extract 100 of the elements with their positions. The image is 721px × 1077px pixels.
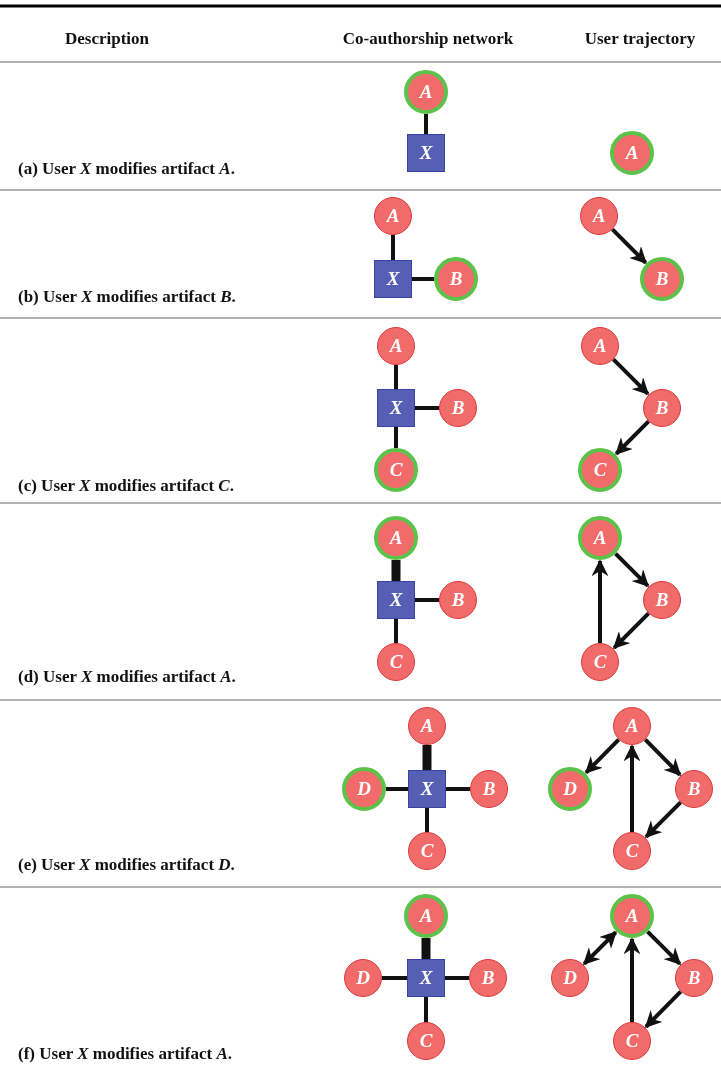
artifact-circle bbox=[581, 327, 619, 365]
arrow bbox=[644, 990, 683, 1029]
node-letter: B bbox=[687, 967, 701, 989]
artifact-circle bbox=[377, 327, 415, 365]
node-letter: X bbox=[389, 589, 403, 611]
node-letter: X bbox=[389, 397, 403, 419]
artifact-circle bbox=[675, 959, 713, 997]
column-header: Co-authorship network bbox=[342, 29, 514, 49]
node-letter: A bbox=[625, 905, 639, 927]
user-square bbox=[407, 959, 445, 997]
node-letter: D bbox=[357, 778, 371, 800]
artifact-circle bbox=[374, 197, 412, 235]
node-letter: A bbox=[420, 715, 434, 737]
user-square bbox=[407, 134, 445, 172]
node-letter: B bbox=[481, 967, 495, 989]
artifact-circle bbox=[578, 516, 622, 560]
artifact-circle bbox=[407, 1022, 445, 1060]
arrow bbox=[644, 801, 682, 839]
node-letter: A bbox=[592, 205, 606, 227]
node-letter: X bbox=[420, 778, 434, 800]
node-letter: C bbox=[593, 651, 607, 673]
node-letter: A bbox=[593, 335, 607, 357]
node-letter: B bbox=[687, 778, 701, 800]
connector-line bbox=[391, 560, 401, 581]
row-description: (c) User X modifies artifact C. bbox=[18, 476, 234, 496]
artifact-circle bbox=[581, 643, 619, 681]
connector-line bbox=[445, 976, 469, 980]
node-letter: A bbox=[419, 81, 433, 103]
artifact-circle bbox=[377, 643, 415, 681]
node-letter: C bbox=[625, 1030, 639, 1052]
node-letter: C bbox=[419, 1030, 433, 1052]
row-description: (f) User X modifies artifact A. bbox=[18, 1044, 233, 1064]
node-letter: B bbox=[655, 397, 669, 419]
artifact-circle bbox=[548, 767, 592, 811]
node-letter: B bbox=[451, 589, 465, 611]
node-letter: D bbox=[563, 778, 577, 800]
artifact-circle bbox=[408, 832, 446, 870]
artifact-circle bbox=[580, 197, 618, 235]
artifact-circle bbox=[470, 770, 508, 808]
node-letter: B bbox=[449, 268, 463, 290]
node-letter: X bbox=[419, 967, 433, 989]
artifact-circle bbox=[551, 959, 589, 997]
artifact-circle bbox=[613, 832, 651, 870]
row-description: (d) User X modifies artifact A. bbox=[18, 667, 236, 687]
node-letter: A bbox=[389, 527, 403, 549]
arrow bbox=[623, 744, 641, 832]
connector-line bbox=[422, 745, 432, 770]
node-letter: B bbox=[655, 589, 669, 611]
node-letter: B bbox=[482, 778, 496, 800]
node-letter: A bbox=[625, 142, 639, 164]
node-letter: A bbox=[625, 715, 639, 737]
arrow bbox=[582, 930, 618, 966]
connector-line bbox=[394, 365, 398, 389]
node-letter: C bbox=[625, 840, 639, 862]
node-letter: A bbox=[419, 905, 433, 927]
node-letter: A bbox=[386, 205, 400, 227]
arrow bbox=[584, 738, 621, 774]
artifact-circle bbox=[640, 257, 684, 301]
column-header: Description bbox=[64, 29, 149, 49]
arrow bbox=[646, 930, 682, 966]
artifact-circle bbox=[578, 448, 622, 492]
connector-line bbox=[424, 114, 428, 134]
connector-line bbox=[386, 787, 408, 791]
node-letter: D bbox=[356, 967, 370, 989]
connector-line bbox=[421, 938, 431, 959]
artifact-circle bbox=[434, 257, 478, 301]
node-letter: A bbox=[389, 335, 403, 357]
artifact-circle bbox=[439, 389, 477, 427]
user-square bbox=[374, 260, 412, 298]
connector-line bbox=[382, 976, 407, 980]
arrow bbox=[611, 228, 648, 265]
artifact-circle bbox=[344, 959, 382, 997]
artifact-circle bbox=[404, 70, 448, 114]
artifact-circle bbox=[613, 707, 651, 745]
artifact-circle bbox=[610, 131, 654, 175]
artifact-circle bbox=[374, 516, 418, 560]
node-letter: X bbox=[419, 142, 433, 164]
arrow bbox=[643, 738, 682, 777]
artifact-circle bbox=[469, 959, 507, 997]
node-letter: X bbox=[386, 268, 400, 290]
arrow bbox=[612, 358, 650, 396]
node-letter: B bbox=[451, 397, 465, 419]
connector-line bbox=[394, 619, 398, 643]
connector-line bbox=[415, 598, 439, 602]
node-letter: B bbox=[655, 268, 669, 290]
node-letter: C bbox=[593, 459, 607, 481]
artifact-circle bbox=[342, 767, 386, 811]
artifact-circle bbox=[404, 894, 448, 938]
artifact-circle bbox=[374, 448, 418, 492]
arrow bbox=[591, 559, 609, 643]
node-letter: C bbox=[389, 459, 403, 481]
connector-line bbox=[425, 808, 429, 832]
artifact-circle bbox=[613, 1022, 651, 1060]
artifact-circle bbox=[643, 581, 681, 619]
arrow bbox=[623, 937, 641, 1022]
node-letter: C bbox=[389, 651, 403, 673]
node-letter: D bbox=[563, 967, 577, 989]
row-description: (e) User X modifies artifact D. bbox=[18, 855, 235, 875]
connector-line bbox=[415, 406, 439, 410]
artifact-circle bbox=[439, 581, 477, 619]
